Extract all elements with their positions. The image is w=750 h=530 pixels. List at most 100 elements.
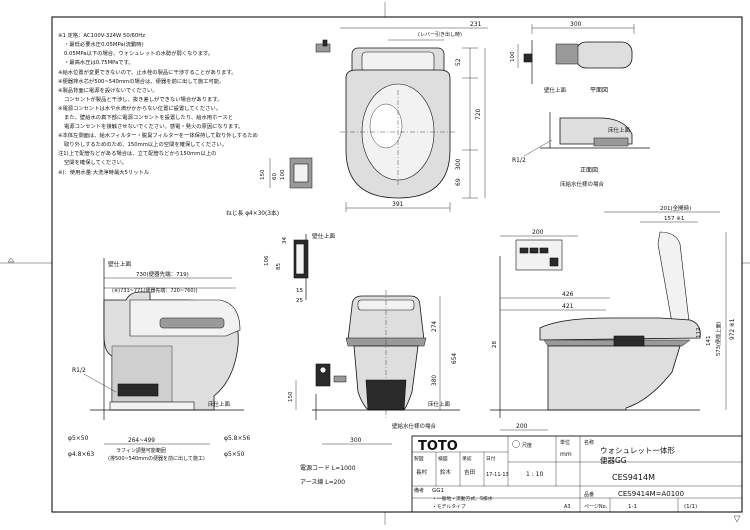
projection-symbol: 尺度 <box>522 442 532 449</box>
dim-274: 274 <box>432 321 438 332</box>
plan-view-title: 平面図 <box>590 87 608 94</box>
note-line: また、壁給水の真下部に電源コンセントを設置したり、給水用ホースと <box>64 113 233 121</box>
range-label-a: ラフィン調整可能範囲 <box>116 447 166 454</box>
dim-391: 391 <box>392 201 404 208</box>
front-view-drawing: 床仕上面 274 654 380 150 300 壁給水仕様の場合 電源コード … <box>288 290 460 486</box>
dim-phi48x63: φ4.8×63 <box>68 451 94 458</box>
dim-100-plan: 100 <box>510 51 516 62</box>
note-line: 0.05MPa以下の場合、ウォシュレットの水勢が弱くなります。 <box>64 49 213 57</box>
lever-note: (レバー引き出し時) <box>418 31 462 38</box>
side-view-right: 201(全開時) 157 ※1 200 426 421 28 112 141 5… <box>490 204 736 431</box>
dim-300-front: 300 <box>350 437 362 444</box>
dim-25: 25 <box>296 298 303 304</box>
dim-phi5x50-left: φ5×50 <box>68 435 89 442</box>
dim-phi5x50-right: φ5×50 <box>224 451 245 458</box>
dim-200-panel: 200 <box>532 229 544 236</box>
drawn-by: 長村 <box>416 468 428 476</box>
label-r-top: R1/2 <box>512 157 526 164</box>
page-label: ページNo. <box>584 504 608 510</box>
top-view-drawing: 52 720 300 69 231 (レバー引き出し時) 391 150 60 … <box>226 21 488 217</box>
notes-block: ※1 定格：AC100V-324W 50/60Hz ・最低必要水圧0.05MPa… <box>58 31 258 176</box>
dim-112: 112 <box>696 328 702 339</box>
dim-phi58x56: φ5.8×56 <box>224 435 250 442</box>
dim-157: 157 ※1 <box>664 216 684 222</box>
drawing-scale: 1 : 10 <box>526 471 543 478</box>
product-name-line2: 便器GG <box>600 455 627 465</box>
dim-60: 60 <box>272 173 278 180</box>
dim-231: 231 <box>470 21 482 28</box>
label-wall-surface-bracket: 壁仕上面 <box>312 232 335 240</box>
dim-85: 85 <box>276 263 282 270</box>
dim-731: (※)731~771(便器先端：720~760)) <box>112 287 198 294</box>
side-view-left: 壁仕上面 730(便器先端：719) (※)731~771(便器先端：720~7… <box>68 258 250 462</box>
note-line: ※製品背面に電源を設けないでください。 <box>58 86 158 94</box>
date-label: 日付 <box>486 455 496 462</box>
note-line: 電源コンセントを接触させないでください。感電・発火の原因になります。 <box>64 122 243 130</box>
remarks-2: ・一般地・流動方式、S排水 <box>432 495 493 502</box>
dim-15: 15 <box>296 288 303 294</box>
note-line: コンセントが製品と干渉し、抜き差しができない場合があります。 <box>64 95 222 103</box>
dim-300-plan: 300 <box>570 21 582 28</box>
approved-by: 吉田 <box>464 469 475 476</box>
title-block: TOTO 尺度 単位 mm 名称 ウォシュレット一体形 便器GG 製図 検図 承… <box>411 435 743 513</box>
dim-150-front: 150 <box>288 391 294 402</box>
dim-69: 69 <box>455 178 462 186</box>
note-line: ※)：使用水量:大洗浄時最大5リットル <box>58 168 150 176</box>
dim-426: 426 <box>562 291 574 298</box>
floor-supply-case: 床給水仕様の場合 <box>560 180 605 188</box>
label-floor-surface-front: 床仕上面 <box>428 400 451 408</box>
remarks-label: 備考 <box>414 487 424 494</box>
checked-by: 鈴木 <box>440 468 452 476</box>
power-cord-label: 電源コード L=1000 <box>300 464 356 472</box>
front-view-title: 正面図 <box>580 167 598 174</box>
remarks-1: GG1 <box>432 488 444 494</box>
label-floor-surface-plan: 床仕上面 <box>608 126 631 134</box>
dim-573: 573(便座上面) <box>714 321 722 356</box>
code-label: 品番 <box>584 491 594 498</box>
note-line: ※本体左側面は、給水フィルター・脱臭フィルターを一体保持して取り外しするため <box>58 131 258 139</box>
remarks-3: ・モデルタイプ <box>432 503 466 510</box>
dim-150-bracket: 150 <box>260 169 266 180</box>
note-line: ※1 定格：AC100V-324W 50/60Hz <box>58 31 145 39</box>
plan-view-drawing: 300 100 壁仕上面 平面図 床仕上面 正面図 床給水仕様の場合 R1/2 <box>510 21 650 188</box>
wall-bracket-view: 壁仕上面 34 106 85 15 25 <box>264 232 335 304</box>
brand-logo: TOTO <box>418 439 458 454</box>
check-label: 検図 <box>438 455 448 462</box>
page-number: 1-1 <box>628 504 637 510</box>
drawing-date: 17-11-13 <box>486 472 509 478</box>
note-line: ※給水位置が変更できないので、止水栓の製品に干渉することがあります。 <box>58 68 237 76</box>
dim-972: 972 ※1 <box>730 318 736 340</box>
product-code: CES9414M=A0100 <box>618 490 684 498</box>
dim-200-base: 200 <box>516 423 528 430</box>
unit-value: mm <box>560 451 572 458</box>
note-line: 取り外しするためのため、150mm以上の空間を確保してください。 <box>64 140 227 148</box>
dim-654: 654 <box>452 353 458 364</box>
dim-141: 141 <box>706 336 712 347</box>
dim-34: 34 <box>282 237 288 244</box>
label-wall-surface-plan: 壁仕上面 <box>544 86 567 94</box>
note-line: 注1)上で配管などがある場合は、立て配管などから150mm以上の <box>58 149 216 157</box>
note-line: ※便器排水芯が500~540mmの場合は、便器を前に出して施工可能。 <box>58 77 224 85</box>
dim-201: 201(全開時) <box>660 204 691 212</box>
paper-size: A3 <box>564 504 571 510</box>
product-name-line1: ウォシュレット一体形 <box>600 445 675 455</box>
dim-28: 28 <box>492 341 498 348</box>
revision-label: (1/1) <box>684 504 697 510</box>
label-wall-surface-left: 壁仕上面 <box>108 260 131 268</box>
dim-52: 52 <box>455 58 462 66</box>
screw-label: ねじ長 φ4×30(3本) <box>226 209 279 217</box>
dim-300-vertical: 300 <box>455 158 462 170</box>
earth-wire-label: アース線 L=200 <box>300 478 345 486</box>
range-label-b: (排500~540mmの便器を前に出して施工) <box>108 455 205 462</box>
name-label: 名称 <box>584 439 594 446</box>
dim-421: 421 <box>562 303 574 310</box>
drawn-label: 製図 <box>414 455 424 462</box>
dim-720: 720 <box>475 108 482 120</box>
dim-730: 730(便器先端：719) <box>136 270 189 278</box>
note-line: ・最低必要水圧0.05MPa(流動時) <box>64 40 144 48</box>
label-floor-surface-left: 床仕上面 <box>208 400 231 408</box>
wall-supply-case: 壁給水仕様の場合 <box>392 422 437 430</box>
approve-label: 承認 <box>462 455 472 462</box>
